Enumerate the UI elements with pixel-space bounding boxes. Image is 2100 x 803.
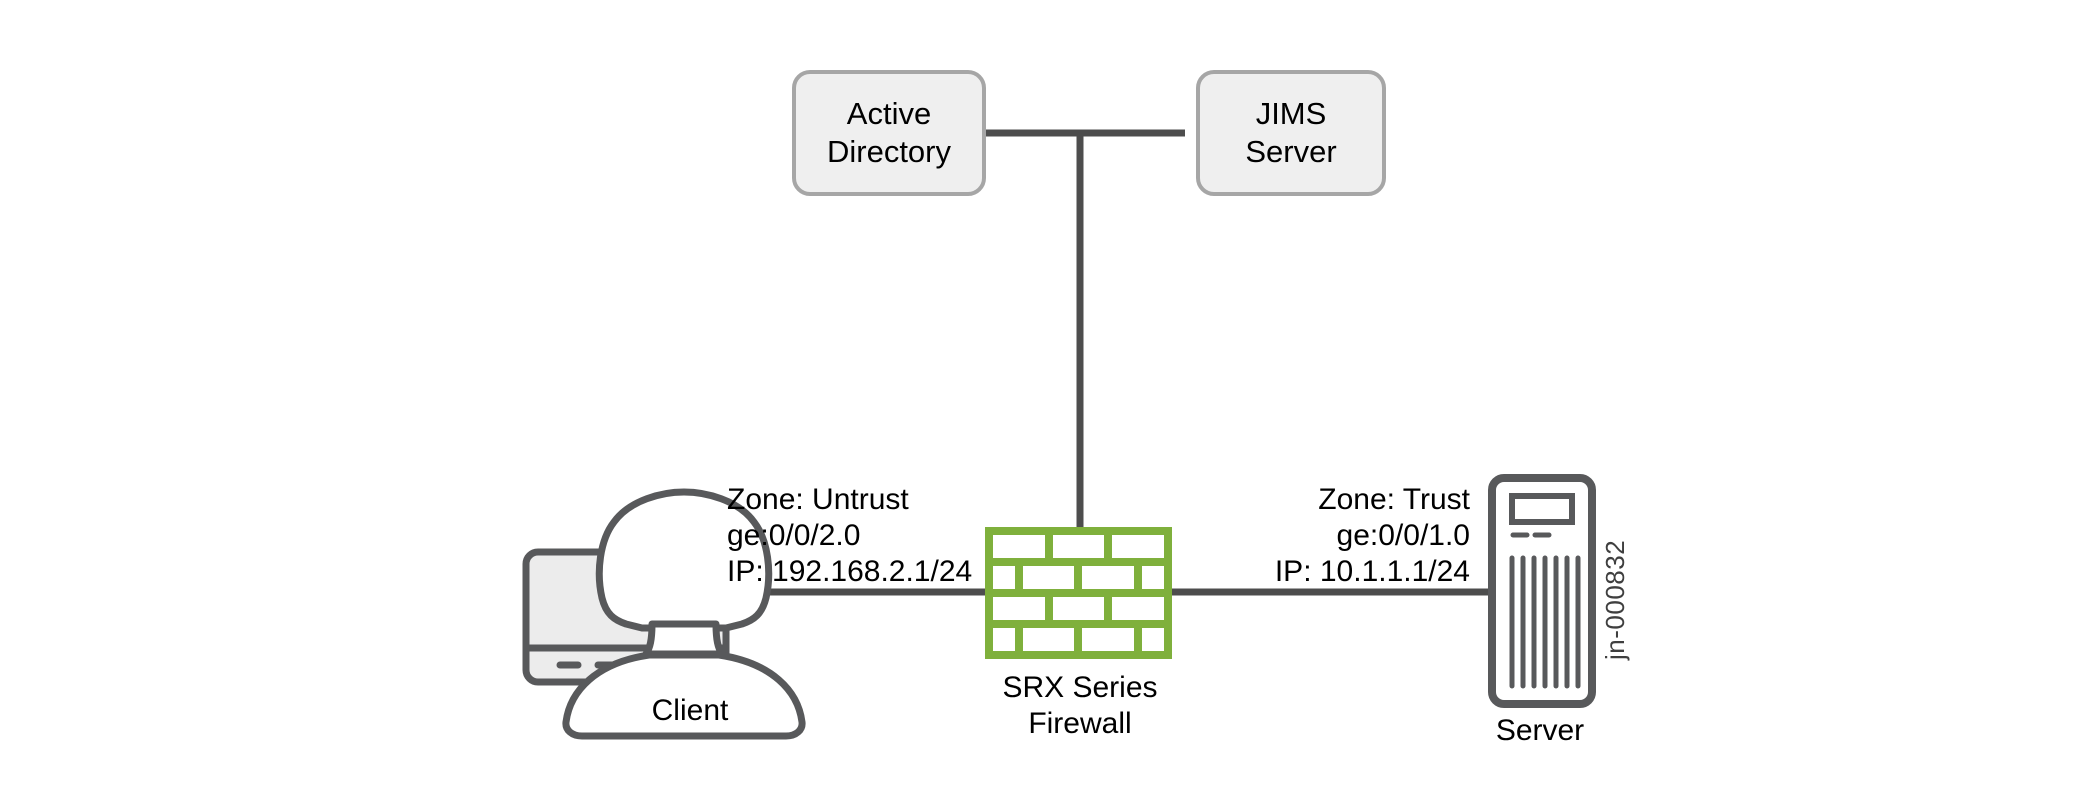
annotation-untrust-ip: IP: 192.168.2.1/24 [727,555,973,588]
node-jims-server[interactable]: JIMS Server [1196,70,1386,196]
node-jims-server-label: JIMS Server [1245,96,1337,169]
brick-wall-icon [985,527,1172,659]
annotation-trust-zone: Zone: Trust [1318,483,1470,516]
annotation-untrust-zone: Zone: Untrust [727,483,909,516]
annotation-untrust-interface: ge:0/0/2.0 [727,519,861,552]
node-server-label: Server [1495,714,1585,747]
user-workstation-icon [522,488,806,740]
node-active-directory[interactable]: Active Directory [792,70,986,196]
figure-id-watermark: jn-000832 [1600,539,1630,660]
node-client-label: Client [651,694,729,727]
annotation-trust-interface: ge:0/0/1.0 [1336,519,1470,552]
annotation-trust-ip: IP: 10.1.1.1/24 [1274,555,1470,588]
node-active-directory-label: Active Directory [826,96,951,169]
server-tower-icon [1488,474,1596,708]
node-firewall-label: SRX Series Firewall [1002,671,1158,741]
